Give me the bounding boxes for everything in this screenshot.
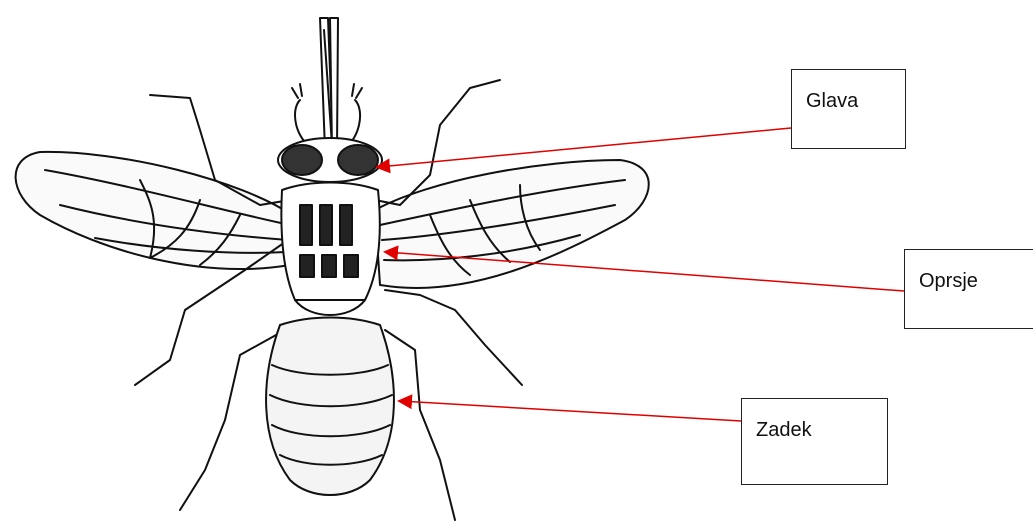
proboscis — [320, 18, 338, 150]
left-wing — [16, 152, 292, 269]
label-glava: Glava — [806, 90, 858, 113]
label-box-oprsje: Oprsje — [904, 249, 1033, 329]
label-zadek: Zadek — [756, 419, 812, 442]
abdomen — [266, 318, 394, 496]
label-oprsje: Oprsje — [919, 270, 978, 293]
label-box-glava: Glava — [791, 69, 906, 149]
thorax — [281, 183, 379, 316]
label-box-zadek: Zadek — [741, 398, 888, 485]
right-wing — [375, 160, 649, 288]
